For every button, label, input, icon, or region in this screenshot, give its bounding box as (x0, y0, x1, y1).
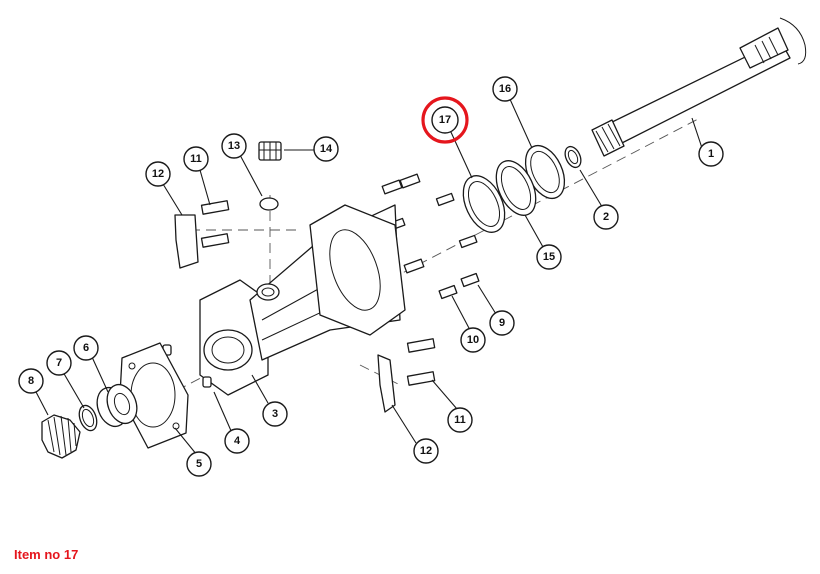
callout-4[interactable]: 4 (224, 428, 250, 454)
callout-leaders (34, 96, 703, 456)
svg-text:15: 15 (543, 251, 555, 263)
callout-12-upper[interactable]: 12 (145, 161, 171, 187)
svg-text:5: 5 (196, 458, 202, 470)
svg-text:11: 11 (190, 153, 202, 165)
callout-17[interactable]: 17 (431, 106, 459, 134)
svg-text:17: 17 (439, 114, 451, 126)
svg-text:3: 3 (272, 408, 278, 420)
part-small-ring (564, 145, 582, 169)
callout-13[interactable]: 13 (221, 133, 247, 159)
part-bevel-gear (41, 414, 81, 459)
part-housing (199, 204, 406, 396)
item-caption: Item no 17 (14, 547, 79, 562)
callout-3[interactable]: 3 (262, 401, 288, 427)
svg-text:8: 8 (28, 375, 34, 387)
callout-11-lower[interactable]: 11 (447, 407, 473, 433)
callout-10[interactable]: 10 (460, 327, 486, 353)
part-bolts-upper (381, 173, 480, 300)
svg-text:13: 13 (228, 140, 240, 152)
svg-text:7: 7 (56, 357, 62, 369)
svg-text:11: 11 (454, 414, 466, 426)
svg-text:4: 4 (234, 435, 241, 447)
callout-6[interactable]: 6 (73, 335, 99, 361)
callout-16[interactable]: 16 (492, 76, 518, 102)
callout-8[interactable]: 8 (18, 368, 44, 394)
part-seal-ring (78, 404, 98, 432)
part-plug-and-washer (258, 141, 282, 211)
part-bearing (96, 383, 138, 428)
part-lock-plate-lower (377, 338, 436, 413)
callout-9[interactable]: 9 (489, 310, 515, 336)
svg-text:10: 10 (467, 334, 479, 346)
callout-2[interactable]: 2 (593, 204, 619, 230)
part-gasket-15 (495, 160, 537, 216)
svg-text:12: 12 (152, 168, 164, 180)
svg-text:16: 16 (499, 83, 511, 95)
callout-14[interactable]: 14 (313, 136, 339, 162)
svg-text:1: 1 (708, 148, 714, 160)
callout-7[interactable]: 7 (46, 350, 72, 376)
callout-5[interactable]: 5 (186, 451, 212, 477)
part-lock-plate-upper (174, 200, 230, 269)
part-gasket-16 (524, 144, 566, 200)
callout-15[interactable]: 15 (536, 244, 562, 270)
callout-12-lower[interactable]: 12 (413, 438, 439, 464)
part-shaft (591, 17, 807, 157)
svg-text:12: 12 (420, 445, 432, 457)
highlight-ring-item-17 (421, 96, 469, 144)
svg-text:14: 14 (320, 143, 333, 155)
callout-1[interactable]: 1 (698, 141, 724, 167)
svg-text:9: 9 (499, 317, 505, 329)
svg-text:2: 2 (603, 211, 609, 223)
svg-text:6: 6 (83, 342, 89, 354)
callout-11-upper[interactable]: 11 (183, 146, 209, 172)
